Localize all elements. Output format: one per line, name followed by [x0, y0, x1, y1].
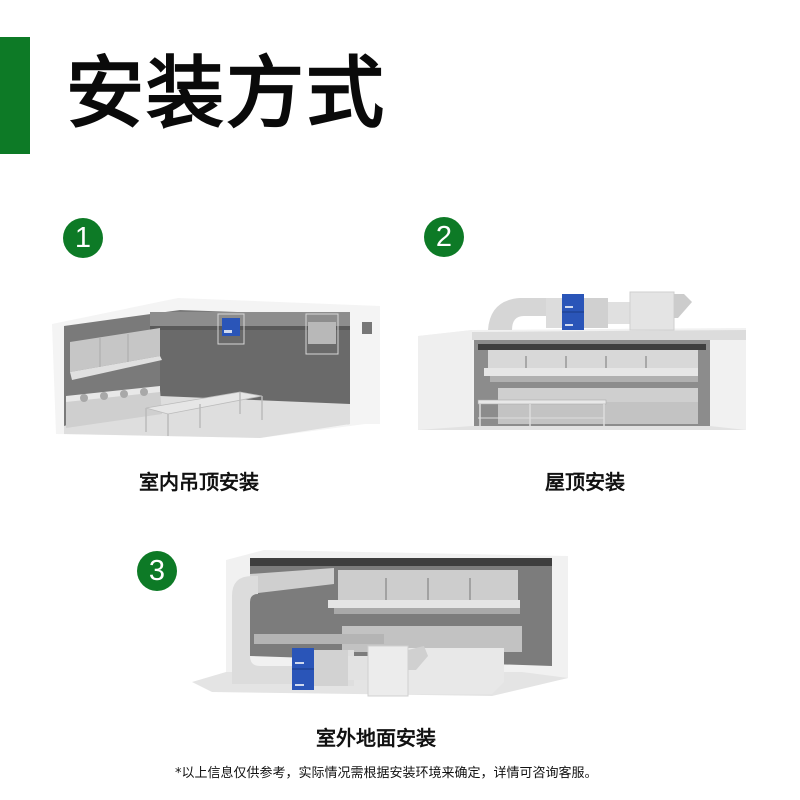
- indoor-ceiling-kitchen-illustration: [50, 296, 382, 438]
- disclaimer-footnote: *以上信息仅供参考，实际情况需根据安装环境来确定，详情可咨询客服。: [175, 766, 598, 781]
- title-accent-bar: [0, 37, 30, 154]
- step-badge-2: 2: [424, 217, 464, 257]
- page-title: 安装方式: [66, 49, 387, 139]
- method-3-label: 室外地面安装: [316, 726, 436, 750]
- outdoor-ground-kitchen-illustration: [192, 544, 568, 704]
- step-badge-1: 1: [63, 218, 103, 258]
- rooftop-kitchen-illustration: [416, 288, 748, 434]
- method-2-label: 屋顶安装: [545, 470, 625, 494]
- method-1-label: 室内吊顶安装: [139, 470, 259, 494]
- step-badge-3: 3: [137, 551, 177, 591]
